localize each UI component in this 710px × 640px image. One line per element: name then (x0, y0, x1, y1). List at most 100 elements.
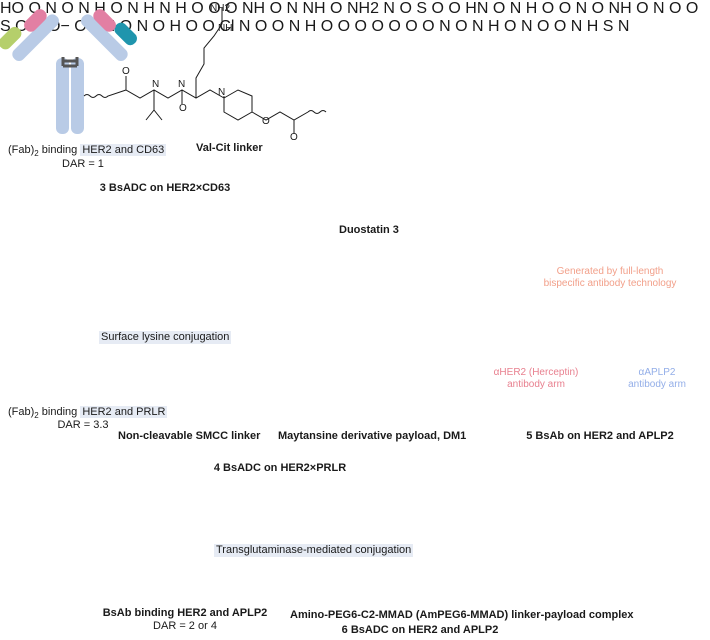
atom-label: O (185, 18, 198, 35)
atom-label: N (570, 18, 583, 35)
atom-label: O (122, 66, 130, 77)
atom-label: O (354, 18, 367, 35)
atom-label: H (94, 0, 106, 17)
atom-label: O (558, 0, 572, 17)
atom-label: NH2 (346, 0, 379, 17)
antibody-her2-cd63 (0, 9, 137, 134)
atom-label: O (541, 0, 555, 17)
wavy-bond (83, 89, 127, 98)
atom-label: N (159, 0, 171, 17)
atom-label: O (504, 18, 517, 35)
atom-label: O (492, 0, 506, 17)
atom-label: O (553, 18, 567, 35)
panel5-arm-right-2: antibody arm (628, 379, 686, 390)
heavy-chain-left (56, 58, 69, 134)
panel5-tech-line2: bispecific antibody technology (543, 278, 677, 289)
divider-vertical: N H O O O O O O O N O N H O N O O N H S … (8, 18, 686, 636)
peg6-mmad-atoms: N H O O O O O O O N O N H O N O O N H S … (289, 18, 630, 35)
atom-label: NH (242, 0, 266, 17)
duostatin-dashed-box: HO O N O N H O N H N H O O O NH O N NH O… (0, 0, 699, 636)
atom-label: O (591, 0, 605, 17)
fab-target: HER2 and PRLR (80, 406, 168, 418)
duostatin-label: Duostatin 3 (339, 224, 399, 236)
atom-label: H (169, 18, 182, 35)
atom-label: N (288, 18, 301, 35)
atom-label: N (127, 0, 139, 17)
atom-label: O (669, 0, 682, 17)
hinge-disulfide (61, 57, 79, 68)
panel4-linker-label: Non-cleavable SMCC linker (118, 430, 261, 442)
panel3-linker-label: Val-Cit linker (196, 142, 263, 154)
payload-bracket: N H O O O O O O O N O N H O N O O N H S … (8, 18, 686, 636)
panel6-conjugation-label: Transglutaminase-mediated conjugation (214, 544, 414, 557)
atom-label: O (225, 0, 238, 17)
panel5-tech-line1: Generated by full-length (556, 266, 664, 277)
atom-label: N (509, 0, 522, 17)
atom-label: O (320, 18, 334, 35)
atom-label: O (388, 18, 401, 35)
atom-label: O (152, 18, 166, 35)
atom-label: N (136, 18, 149, 35)
duostatin-atoms: HO O N O N H O N H N H O O O NH O N NH O… (0, 0, 609, 17)
atom-label: Cl (219, 18, 235, 35)
atom-label: N (152, 79, 159, 90)
linker-bracket: N H O O O O O O O N O N H O N O O N H S … (8, 18, 686, 636)
atom-label: O (330, 0, 343, 17)
panel6-bsab-label: BsAb binding HER2 and APLP2 (102, 607, 268, 619)
atom-label: O (685, 0, 699, 17)
fab-subscript: 2 (34, 411, 39, 421)
atom-label: O (422, 18, 435, 35)
atom-label: O (208, 0, 221, 17)
atom-label: N (78, 0, 90, 17)
fab-left-heavy (12, 14, 59, 61)
atom-label: O (191, 0, 204, 17)
panel5-title: 5 BsAb on HER2 and APLP2 (526, 430, 674, 442)
atom-label: N (520, 18, 533, 35)
atom-label: N (439, 18, 451, 35)
atom-label: NH (218, 23, 232, 34)
panel4-title: 4 BsADC on HER2×PRLR (213, 462, 347, 474)
panel4-payload-label: Maytansine derivative payload, DM1 (278, 430, 467, 442)
atom-label: O (536, 18, 550, 35)
atom-label: O (110, 0, 123, 17)
atom-label: O (405, 18, 418, 35)
panel4-dar: DAR = 3.3 (57, 419, 109, 431)
atom-label: N (238, 18, 251, 35)
atom-label: O (179, 103, 187, 114)
fab-subscript: 2 (34, 149, 39, 159)
fab-prefix: (Fab) (8, 406, 35, 418)
atom-label: O (337, 18, 351, 35)
panel5-arm-left-1: αHER2 (Herceptin) (493, 367, 579, 378)
atom-label: N (383, 0, 395, 17)
atom-label: O (455, 18, 468, 35)
valcit-atoms: NH2 NH O N O N N O O (122, 3, 298, 143)
fab-target: HER2 and CD63 (80, 144, 167, 156)
atom-label: H (586, 18, 599, 35)
atom-label: O (254, 18, 268, 35)
fab-left-light-a (0, 26, 22, 50)
atom-label: NH (608, 0, 632, 17)
panel3-title: 3 BsADC on HER2×CD63 (99, 182, 231, 194)
panel6-dar: DAR = 2 or 4 (153, 620, 217, 632)
fab-binding-text: binding (38, 144, 81, 156)
atom-label: NH (302, 0, 326, 17)
atom-label: N (286, 0, 299, 17)
atom-label: H (304, 18, 317, 35)
atom-label: O (448, 0, 461, 17)
atom-label: O (61, 0, 74, 17)
atom-label: O (636, 0, 649, 17)
divider-horizontal: N H O O O O O O O N O N H O N O O N H S … (8, 18, 686, 636)
atom-label: O (290, 132, 298, 143)
atom-label: N (575, 0, 588, 17)
atom-label: S (0, 18, 11, 35)
atom-label: S (416, 0, 428, 17)
atom-label: N (472, 18, 484, 35)
atom-label: O (371, 18, 384, 35)
fab-right-light-a (114, 22, 137, 46)
atom-label: HN (465, 0, 489, 17)
atom-label: S (602, 18, 614, 35)
panel6-complex-label: Amino-PEG6-C2-MMAD (AmPEG6-MMAD) linker-… (290, 609, 634, 621)
atom-label: O (271, 18, 285, 35)
atom-label: O (262, 116, 270, 127)
